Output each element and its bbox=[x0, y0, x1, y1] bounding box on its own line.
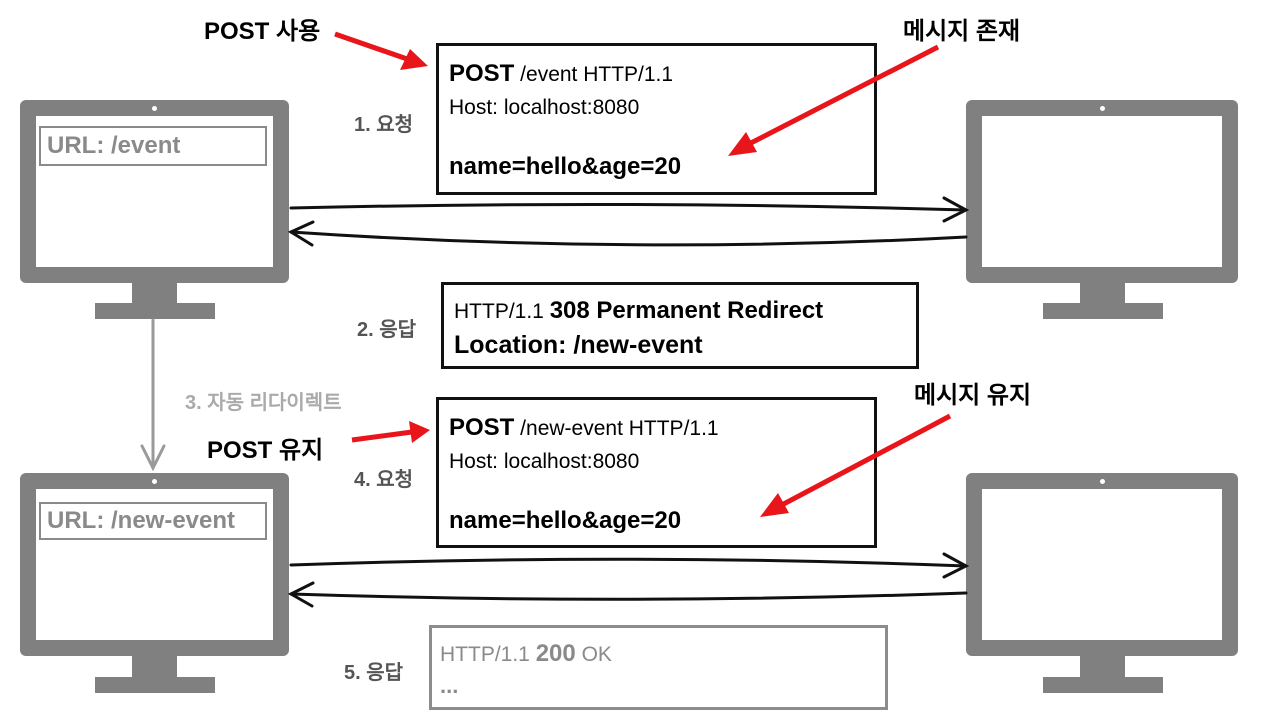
request-line: POST /event HTTP/1.1 bbox=[449, 60, 673, 88]
camera-dot bbox=[152, 479, 157, 484]
status-line: HTTP/1.1 308 Permanent Redirect bbox=[454, 297, 823, 325]
response-arrow-top bbox=[287, 220, 968, 247]
request-target: /event HTTP/1.1 bbox=[514, 63, 674, 86]
note-message-exists: 메시지 존재 bbox=[903, 18, 1021, 45]
http-method: POST bbox=[449, 414, 515, 441]
monitor-screen bbox=[982, 116, 1222, 267]
red-arrow-post-use bbox=[334, 31, 428, 70]
request-1-box: POST /event HTTP/1.1 Host: localhost:808… bbox=[436, 43, 877, 195]
step-label-2: 2. 응답 bbox=[357, 319, 417, 341]
monitor-screen bbox=[36, 116, 273, 267]
status-code: 200 bbox=[535, 640, 576, 667]
red-arrow-message-exists bbox=[728, 44, 940, 156]
server-monitor-top bbox=[966, 100, 1238, 283]
camera-dot bbox=[1100, 106, 1105, 111]
host-header: Host: localhost:8080 bbox=[449, 96, 640, 119]
note-post-use: POST 사용 bbox=[204, 18, 321, 45]
url-bar: URL: /new-event bbox=[39, 502, 267, 540]
note-post-keep: POST 유지 bbox=[207, 437, 324, 464]
http-version: HTTP/1.1 bbox=[454, 300, 550, 323]
status-reason: OK bbox=[575, 643, 612, 666]
status-line: HTTP/1.1 200 OK bbox=[440, 640, 612, 668]
step-label-5: 5. 응답 bbox=[344, 662, 404, 684]
request-4-box: POST /new-event HTTP/1.1 Host: localhost… bbox=[436, 397, 877, 548]
redirect-arrow bbox=[140, 318, 166, 472]
request-line: POST /new-event HTTP/1.1 bbox=[449, 414, 719, 442]
host-header: Host: localhost:8080 bbox=[449, 450, 640, 473]
monitor-base bbox=[95, 677, 215, 693]
step-label-3: 3. 자동 리다이렉트 bbox=[185, 392, 342, 414]
red-arrow-post-keep bbox=[351, 421, 430, 443]
monitor-base bbox=[1043, 677, 1163, 693]
http-method: POST bbox=[449, 60, 515, 87]
ellipsis: ... bbox=[440, 673, 459, 698]
client-monitor-top bbox=[20, 100, 289, 283]
camera-dot bbox=[152, 106, 157, 111]
server-monitor-bottom bbox=[966, 473, 1238, 656]
response-5-box: HTTP/1.1 200 OK ... bbox=[429, 625, 888, 710]
monitor-stand bbox=[132, 656, 177, 677]
monitor-stand bbox=[1080, 283, 1125, 303]
monitor-base bbox=[1043, 303, 1163, 319]
url-bar: URL: /event bbox=[39, 126, 267, 166]
monitor-base bbox=[95, 303, 215, 319]
monitor-screen bbox=[982, 489, 1222, 640]
monitor-stand bbox=[132, 283, 177, 303]
monitor-stand bbox=[1080, 656, 1125, 677]
response-2-box: HTTP/1.1 308 Permanent Redirect Location… bbox=[441, 282, 919, 369]
request-arrow-bottom bbox=[289, 552, 970, 579]
location-header: Location: /new-event bbox=[454, 331, 703, 359]
http-version: HTTP/1.1 bbox=[440, 643, 536, 666]
red-arrow-message-keep bbox=[760, 413, 952, 517]
step-label-1: 1. 요청 bbox=[354, 114, 414, 136]
monitor-screen bbox=[36, 489, 273, 640]
request-target: /new-event HTTP/1.1 bbox=[514, 417, 719, 440]
status-code: 308 Permanent Redirect bbox=[549, 297, 824, 324]
note-message-keep: 메시지 유지 bbox=[914, 382, 1032, 409]
response-arrow-bottom bbox=[287, 581, 968, 608]
request-body: name=hello&age=20 bbox=[449, 153, 682, 180]
step-label-4: 4. 요청 bbox=[354, 469, 414, 491]
camera-dot bbox=[1100, 479, 1105, 484]
request-arrow-top bbox=[289, 196, 970, 223]
request-body: name=hello&age=20 bbox=[449, 507, 682, 534]
